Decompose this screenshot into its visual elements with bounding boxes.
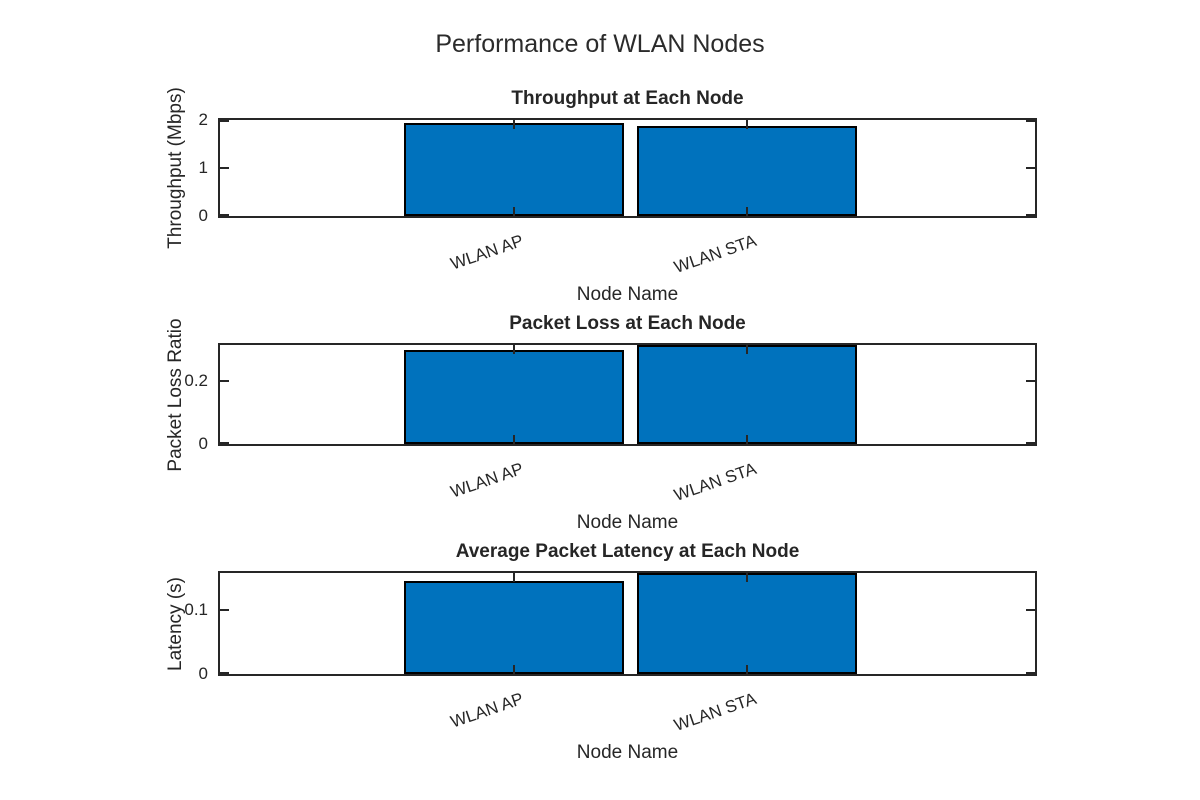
x-tick-mark xyxy=(513,665,515,674)
x-tick-label: WLAN STA xyxy=(672,689,760,735)
axes-box xyxy=(218,343,1037,446)
y-tick-mark xyxy=(1026,442,1035,444)
x-tick-label: WLAN AP xyxy=(448,231,527,274)
x-tick-label: WLAN AP xyxy=(448,689,527,732)
axes-box xyxy=(218,118,1037,218)
x-tick-mark xyxy=(513,120,515,129)
y-tick-mark xyxy=(220,608,229,611)
y-tick-label: 0 xyxy=(198,434,208,453)
y-tick-mark xyxy=(1026,379,1035,382)
y-tick-mark xyxy=(1026,608,1035,611)
y-tick-mark xyxy=(220,167,229,169)
y-axis-label: Latency (s) xyxy=(165,576,186,671)
y-tick-label: 0.2 xyxy=(184,370,208,390)
x-axis-label: Node Name xyxy=(576,284,679,305)
x-tick-mark xyxy=(746,665,748,674)
y-tick-mark xyxy=(220,120,229,122)
x-axis-label: Node Name xyxy=(576,512,679,533)
y-tick-label: 0 xyxy=(198,206,208,225)
y-tick-mark xyxy=(220,442,229,444)
subplot-title: Packet Loss at Each Node xyxy=(509,313,746,334)
y-tick-mark xyxy=(220,672,229,674)
x-tick-mark xyxy=(746,345,748,354)
figure-title: Performance of WLAN Nodes xyxy=(435,30,765,58)
bar-wlan-ap xyxy=(404,581,624,674)
x-axis-label: Node Name xyxy=(576,742,679,763)
bar-wlan-sta xyxy=(637,573,857,674)
x-tick-label: WLAN STA xyxy=(672,459,760,505)
y-tick-label: 0.1 xyxy=(184,599,208,619)
x-tick-label: WLAN STA xyxy=(672,231,760,277)
y-tick-mark xyxy=(220,379,229,382)
y-tick-mark xyxy=(1026,214,1035,216)
x-tick-mark xyxy=(513,573,515,582)
y-tick-label: 1 xyxy=(198,158,208,177)
x-tick-mark xyxy=(746,120,748,129)
y-tick-mark xyxy=(1026,120,1035,122)
bar-wlan-ap xyxy=(404,350,624,444)
y-tick-mark xyxy=(1026,167,1035,169)
x-tick-mark xyxy=(513,345,515,354)
x-tick-mark xyxy=(513,435,515,444)
y-tick-label: 0 xyxy=(198,664,208,683)
x-tick-mark xyxy=(746,435,748,444)
bar-wlan-ap xyxy=(404,123,624,216)
y-tick-mark xyxy=(220,214,229,216)
subplot-title: Average Packet Latency at Each Node xyxy=(455,541,800,562)
bar-wlan-sta xyxy=(637,345,857,444)
subplot-title: Throughput at Each Node xyxy=(511,88,744,109)
y-tick-label: 2 xyxy=(198,110,208,129)
x-tick-mark xyxy=(746,207,748,216)
bar-wlan-sta xyxy=(637,126,857,216)
x-tick-mark xyxy=(746,573,748,582)
x-tick-mark xyxy=(513,207,515,216)
axes-box xyxy=(218,571,1037,676)
x-tick-label: WLAN AP xyxy=(448,459,527,502)
y-tick-mark xyxy=(1026,672,1035,674)
